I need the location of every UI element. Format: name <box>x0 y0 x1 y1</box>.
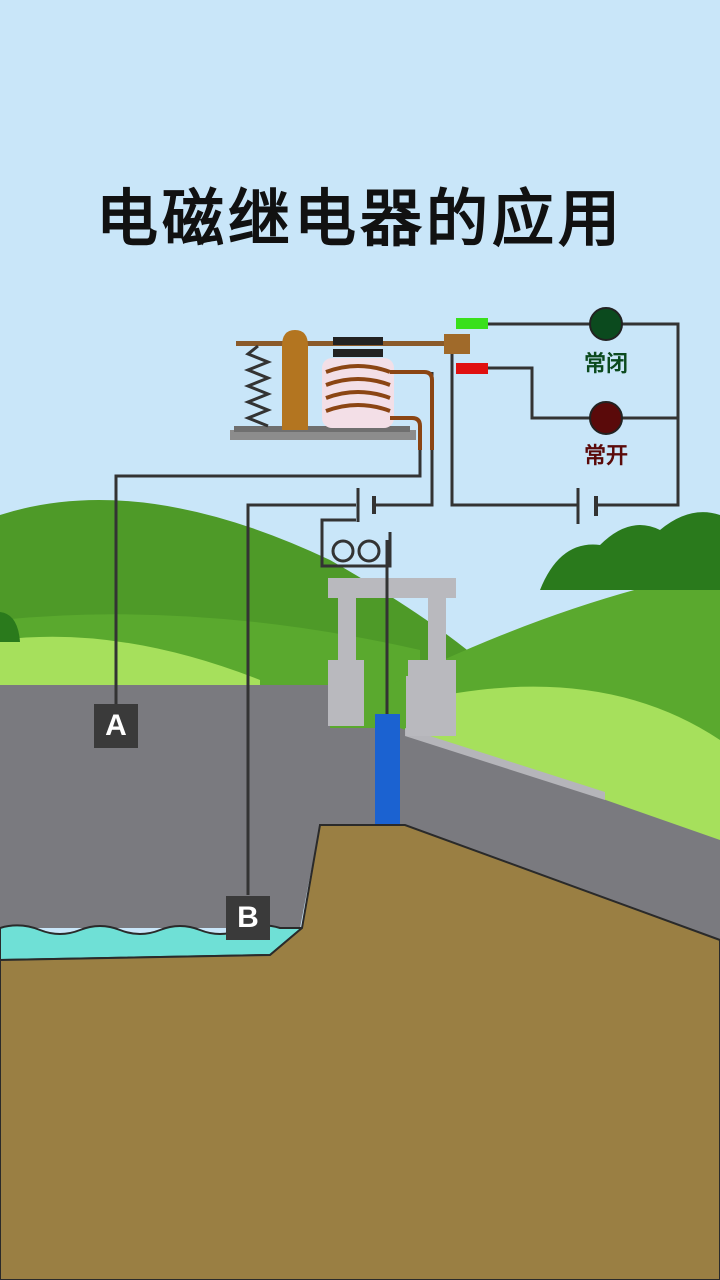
normally-closed-label: 常闭 <box>583 352 628 377</box>
tree-line <box>540 512 720 590</box>
working-battery-icon <box>576 488 598 524</box>
relay <box>230 330 470 450</box>
probe-b-label: B <box>226 896 270 940</box>
channel-rim <box>405 728 605 800</box>
relay-base <box>230 430 416 440</box>
soil <box>0 824 720 1280</box>
control-battery-icon <box>356 488 376 522</box>
sluice-gate-frame <box>328 578 456 736</box>
normally-open-contact <box>456 363 488 374</box>
coil-winding-icon <box>325 364 434 450</box>
motor-icon <box>320 532 392 568</box>
iron-core-top <box>333 337 383 345</box>
spring-icon <box>243 344 273 428</box>
normally-open-label: 常开 <box>583 444 628 469</box>
bush-left <box>0 612 20 642</box>
working-circuit-wires <box>450 322 680 507</box>
channel-wall <box>0 685 720 940</box>
normally-closed-contact <box>456 318 488 329</box>
page-title: 电磁继电器的应用 <box>95 182 624 255</box>
normally-open-lamp-icon <box>589 401 623 435</box>
sluice-gate <box>375 714 400 824</box>
moving-contact <box>444 334 470 354</box>
probe-a-label: A <box>94 704 138 748</box>
normally-closed-lamp-icon <box>589 307 623 341</box>
armature-post <box>282 330 308 430</box>
